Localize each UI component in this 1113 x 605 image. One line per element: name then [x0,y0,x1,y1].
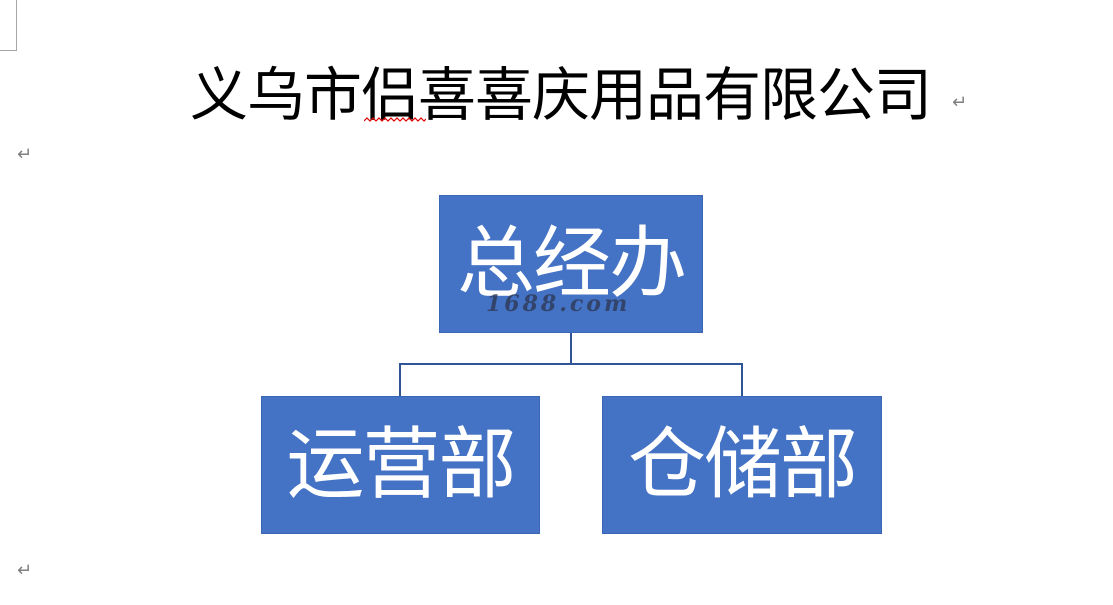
paragraph-mark-2: ↵ [17,560,33,581]
org-node-warehouse[interactable]: 仓储部 [602,396,882,534]
org-node-operations[interactable]: 运营部 [261,396,540,534]
watermark-1688: 1688.com [486,291,631,317]
org-node-general-office[interactable]: 总经办 [439,195,703,333]
org-node-label: 运营部 [286,420,516,510]
page-margin-corner [0,0,17,51]
org-node-label: 总经办 [456,219,687,309]
paragraph-mark-title: ↵ [952,92,968,113]
org-node-label: 仓储部 [627,420,858,510]
spellcheck-underline [364,117,426,122]
paragraph-mark-1: ↵ [17,144,33,165]
document-title[interactable]: 义乌市侣喜喜庆用品有限公司 [190,61,932,129]
